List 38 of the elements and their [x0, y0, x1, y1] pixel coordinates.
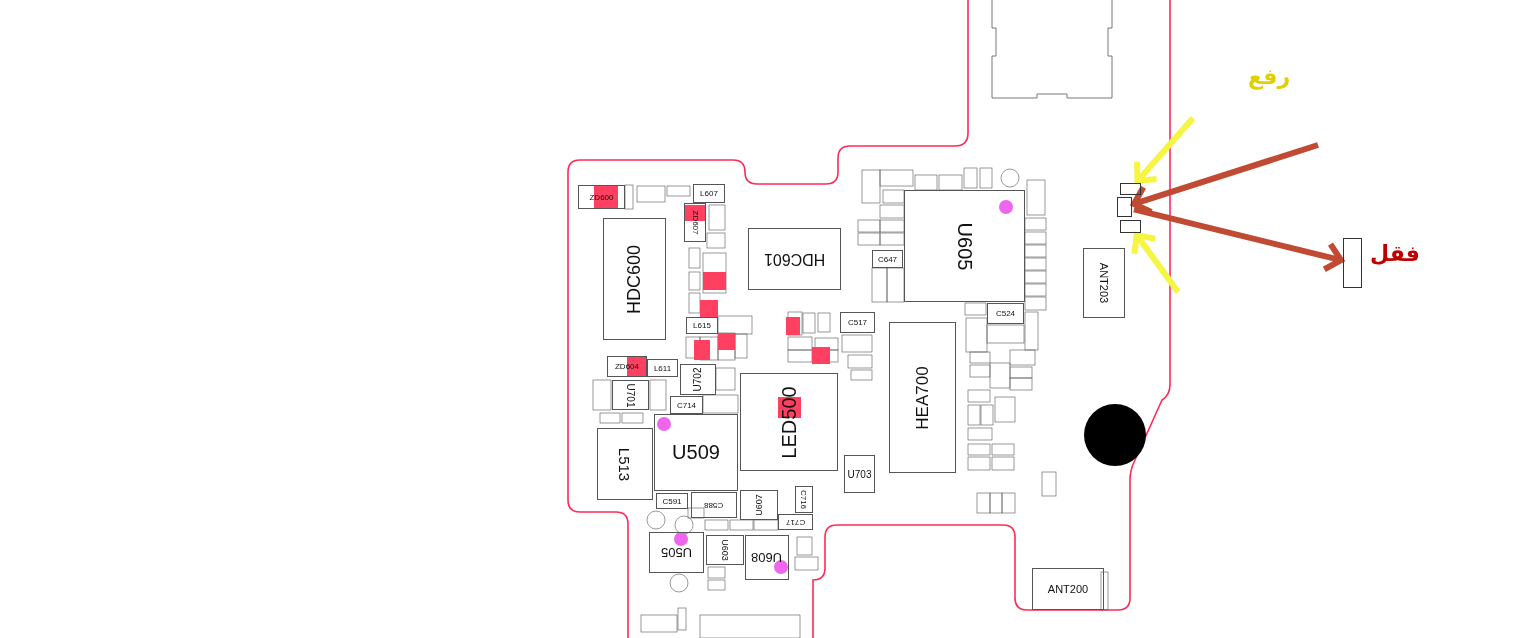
component-outline: U702 [680, 364, 716, 395]
side-label: رفع [1248, 64, 1291, 91]
side-label: فقل [1370, 241, 1420, 268]
component-outline: C717 [778, 514, 813, 530]
component-outline: HEA700 [889, 322, 956, 473]
component-outline: C591 [656, 493, 688, 509]
component-outline: U703 [844, 455, 875, 493]
component-outline: C647 [872, 250, 903, 268]
arrow [1134, 116, 1196, 184]
component-outline: ANT200 [1032, 568, 1104, 610]
component-outline: ZD607 [684, 203, 706, 242]
component-outline: ZD604 [607, 356, 647, 377]
component-outline: C517 [840, 312, 875, 333]
component-outline: C714 [670, 396, 703, 414]
component-box [1120, 220, 1141, 233]
component-box [1117, 197, 1132, 217]
arrow [1131, 232, 1181, 294]
component-outline: C588 [691, 492, 737, 518]
component-outline: U509 [654, 414, 738, 491]
component-outline: L611 [647, 359, 678, 377]
component-outline: L607 [693, 184, 725, 203]
component-outline: U605 [904, 190, 1025, 302]
component-outline: L615 [686, 317, 718, 334]
arrow [1133, 206, 1344, 273]
component-outline: U608 [745, 535, 789, 580]
component-outline: HDC600 [603, 218, 666, 340]
component-outline: U603 [706, 535, 744, 565]
component-outline: C716 [795, 486, 813, 513]
component-box [1120, 183, 1141, 195]
component-box [1343, 238, 1362, 288]
component-outline: HDC601 [748, 228, 841, 290]
component-outline: L513 [597, 428, 653, 500]
component-outline: ANT203 [1083, 248, 1125, 318]
component-outline: U607 [740, 490, 778, 520]
component-outline: C524 [987, 303, 1024, 324]
component-outline: U701 [612, 380, 649, 410]
component-outline: LED500 [740, 373, 838, 471]
component-outline: U505 [649, 532, 704, 573]
